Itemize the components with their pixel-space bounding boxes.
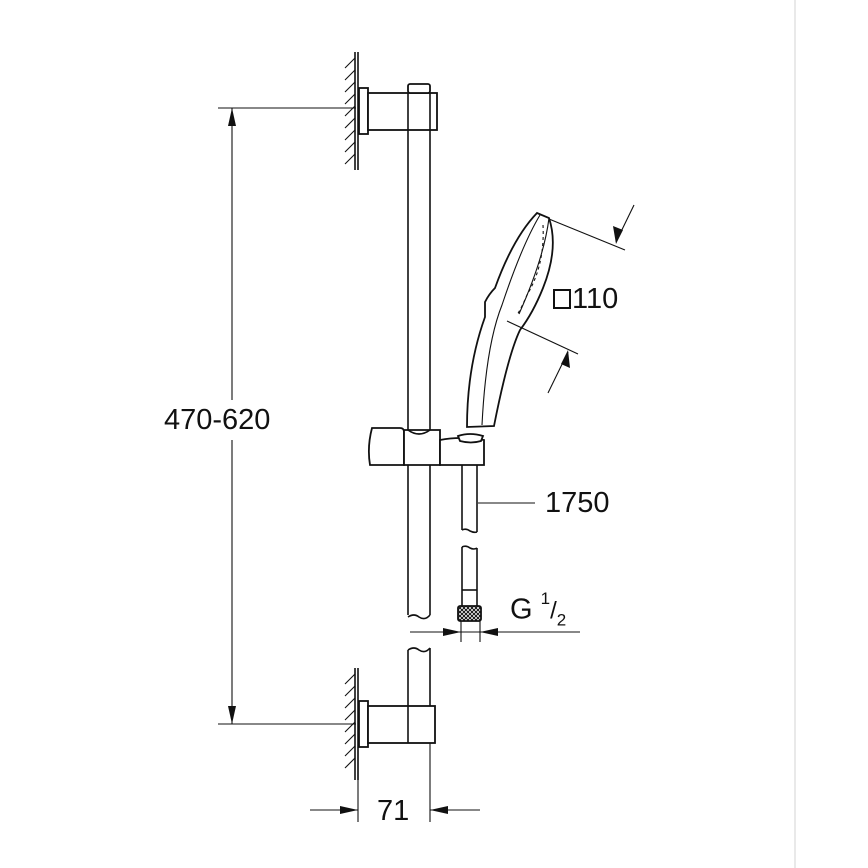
spray-face-dimension bbox=[506, 204, 635, 394]
hose-nut bbox=[457, 605, 482, 622]
bottom-wall-bracket bbox=[358, 700, 436, 748]
thread-prefix: G bbox=[510, 593, 533, 626]
top-wall-bracket bbox=[358, 83, 438, 135]
hand-shower bbox=[456, 211, 554, 444]
rail-slider bbox=[367, 427, 485, 466]
hose-length-label: 1750 bbox=[545, 487, 610, 519]
height-range-label: 470-620 bbox=[164, 404, 271, 436]
thread-size-label: G 1/2 bbox=[510, 589, 567, 630]
thread-numerator: 1 bbox=[540, 589, 551, 608]
thread-denominator: 2 bbox=[556, 610, 567, 630]
square-symbol-icon bbox=[553, 289, 571, 309]
top-wall-hatch bbox=[344, 52, 359, 170]
shower-hose bbox=[461, 465, 478, 606]
wall-projection-label: 71 bbox=[377, 795, 410, 827]
shower-rail bbox=[407, 93, 431, 706]
thread-dimension bbox=[410, 621, 580, 642]
spray-size-label: 110 bbox=[553, 285, 618, 314]
height-dimension bbox=[218, 107, 356, 725]
spray-size-value: 110 bbox=[572, 283, 619, 315]
projection-dimension bbox=[310, 743, 480, 822]
